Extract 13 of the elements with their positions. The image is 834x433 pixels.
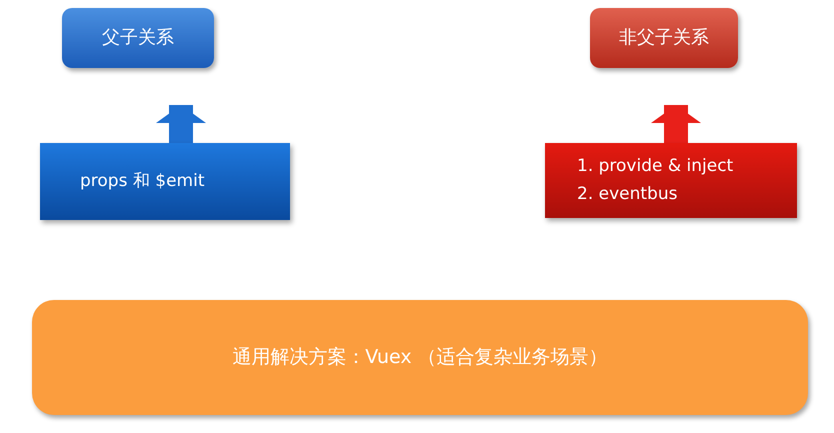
title-box	[590, 8, 738, 68]
box-label: 通用解决方案：Vuex （适合复杂业务场景）	[231, 345, 609, 370]
method-box	[40, 143, 290, 220]
solution-box	[32, 300, 808, 415]
box-label: 非父子关系	[618, 26, 710, 50]
box-label: 父子关系	[101, 26, 175, 50]
title-box	[62, 8, 214, 68]
list-item: 1. provide & inject	[577, 155, 734, 178]
list-item: 2. eventbus	[577, 182, 678, 206]
box-label: props 和 $emit	[80, 170, 206, 193]
block-arrow	[156, 105, 206, 143]
method-box	[545, 143, 797, 218]
block-arrow	[651, 105, 701, 143]
